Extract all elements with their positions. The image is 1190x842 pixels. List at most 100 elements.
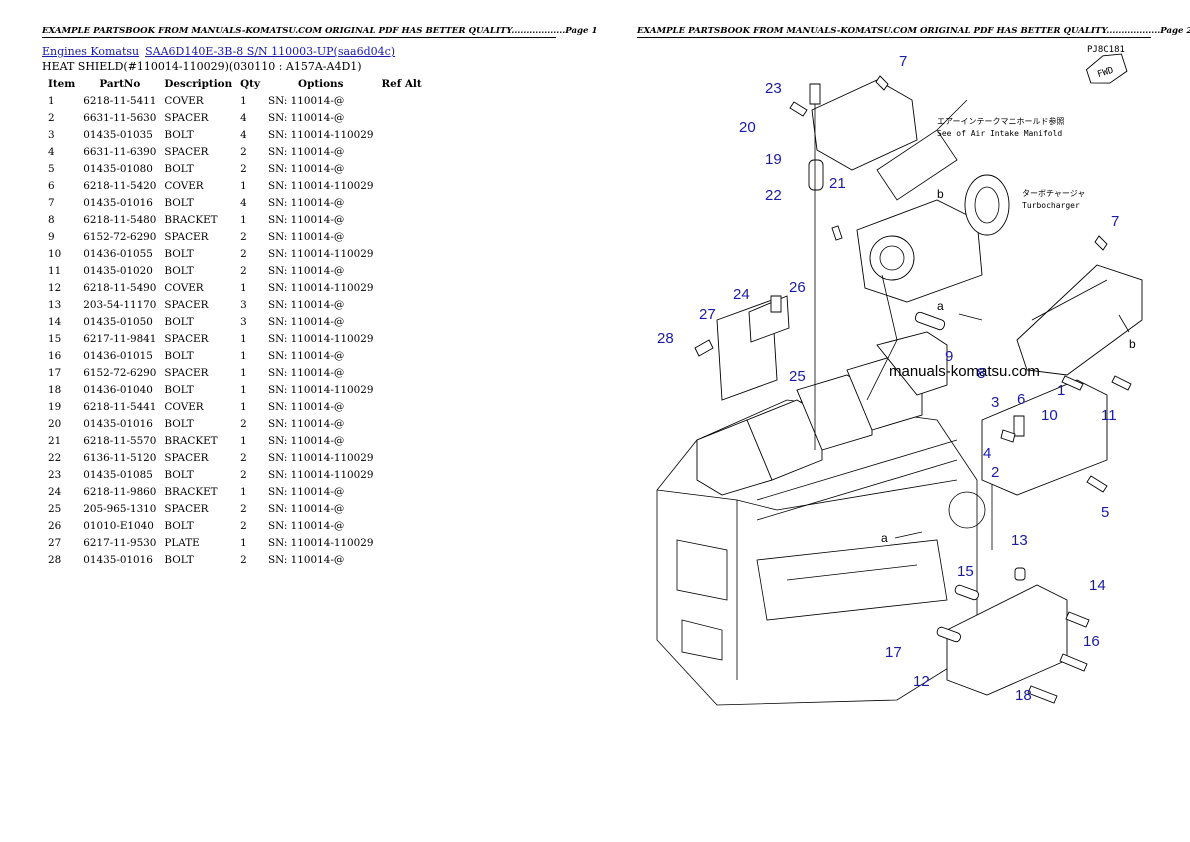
callout-3: 3: [991, 394, 999, 411]
callout-13: 13: [1011, 532, 1028, 549]
cell-description: BOLT: [164, 554, 194, 566]
callout-21: 21: [829, 175, 846, 192]
cell-ref-alt: [378, 399, 426, 416]
cell-item: 9: [48, 231, 55, 243]
cell-qty: 4: [240, 129, 247, 141]
cell-item: 25: [48, 503, 62, 515]
callout-26: 26: [789, 279, 806, 296]
cell-partno: 01435-01016: [83, 554, 153, 566]
cell-options: SN: 110014-@: [268, 231, 345, 243]
ref-letter-a-lower: a: [881, 531, 888, 545]
cell-options: SN: 110014-110029: [268, 129, 374, 141]
cell-ref-alt: [378, 212, 426, 229]
cell-options: SN: 110014-@: [268, 435, 345, 447]
cell-options: SN: 110014-110029: [268, 333, 374, 345]
spacer-15: [954, 584, 979, 601]
cell-item: 26: [48, 520, 62, 532]
heat-shield-parts: [716, 79, 1143, 696]
cell-ref-alt: [378, 450, 426, 467]
cell-description: SPACER: [164, 299, 209, 311]
cell-item: 3: [48, 129, 55, 141]
cell-item: 14: [48, 316, 62, 328]
breadcrumb-link-model[interactable]: SAA6D140E-3B-8 S/N 110003-UP(saa6d04c): [145, 45, 396, 58]
cell-qty: 2: [240, 265, 247, 277]
cell-description: COVER: [164, 180, 204, 192]
cell-ref-alt: [378, 518, 426, 535]
cell-item: 1: [48, 95, 55, 107]
note-manifold-en: See of Air Intake Manifold: [937, 129, 1062, 138]
cell-options: SN: 110014-110029: [268, 452, 374, 464]
cell-qty: 1: [240, 537, 247, 549]
diagram-svg: PJ8C181 FWD エアーインテークマニホールド参照 See of Air …: [656, 45, 1143, 706]
cell-options: SN: 110014-@: [268, 214, 345, 226]
cell-options: SN: 110014-@: [268, 367, 345, 379]
cell-item: 18: [48, 384, 62, 396]
cell-qty: 3: [240, 316, 247, 328]
cell-qty: 1: [240, 486, 247, 498]
diagram-code: PJ8C181: [1087, 45, 1125, 55]
cell-qty: 2: [240, 418, 247, 430]
cell-qty: 4: [240, 112, 247, 124]
cell-ref-alt: [378, 382, 426, 399]
cell-partno: 01010-E1040: [83, 520, 154, 532]
cell-item: 12: [48, 282, 62, 294]
callout-24: 24: [733, 286, 750, 303]
callout-4: 4: [983, 445, 991, 462]
cell-ref-alt: [378, 161, 426, 178]
cell-qty: 2: [240, 163, 247, 175]
col-header-ref-alt: Ref Alt: [381, 78, 422, 90]
cell-qty: 2: [240, 146, 247, 158]
callout-11: 11: [1101, 407, 1117, 424]
cell-partno: 01435-01085: [83, 469, 153, 481]
cell-qty: 1: [240, 214, 247, 226]
cell-qty: 2: [240, 231, 247, 243]
cell-ref-alt: [378, 314, 426, 331]
col-header-item: Item: [48, 78, 76, 90]
col-header-description: Description: [164, 78, 233, 90]
cell-partno: 6218-11-5441: [83, 401, 157, 413]
cell-options: SN: 110014-110029: [268, 248, 374, 260]
ref-letter-a-upper: a: [937, 299, 944, 313]
cell-partno: 6631-11-5630: [83, 112, 157, 124]
cell-ref-alt: [378, 263, 426, 280]
cell-description: BOLT: [164, 520, 194, 532]
callout-19: 19: [765, 151, 782, 168]
cell-ref-alt: [378, 127, 426, 144]
cell-ref-alt: [378, 416, 426, 433]
cell-options: SN: 110014-@: [268, 503, 345, 515]
cell-item: 19: [48, 401, 62, 413]
cell-options: SN: 110014-@: [268, 146, 345, 158]
cell-options: SN: 110014-110029: [268, 537, 374, 549]
cell-item: 22: [48, 452, 62, 464]
callout-20: 20: [739, 119, 756, 136]
cell-options: SN: 110014-@: [268, 197, 345, 209]
cell-options: SN: 110014-@: [268, 95, 345, 107]
cell-partno: 6218-11-5480: [83, 214, 157, 226]
callout-22: 22: [765, 187, 782, 204]
cell-ref-alt: [378, 365, 426, 382]
cell-ref-alt: [378, 229, 426, 246]
cell-ref-alt: [378, 178, 426, 195]
callout-9: 9: [945, 348, 953, 365]
note-manifold-jp: エアーインテークマニホールド参照: [937, 116, 1065, 126]
callout-23: 23: [765, 80, 782, 97]
fwd-arrow-icon: FWD: [1085, 53, 1128, 84]
cell-ref-alt: [378, 552, 426, 569]
cell-options: SN: 110014-@: [268, 486, 345, 498]
cell-ref-alt: [378, 348, 426, 365]
cell-description: SPACER: [164, 231, 209, 243]
cell-qty: 1: [240, 282, 247, 294]
callout-10: 10: [1041, 407, 1058, 424]
ref-letter-b-lower: b: [1129, 337, 1136, 351]
breadcrumb-link-engines[interactable]: Engines Komatsu: [42, 45, 140, 58]
callout-12: 12: [913, 673, 930, 690]
cell-partno: 01435-01080: [83, 163, 153, 175]
callout-2: 2: [991, 464, 999, 481]
